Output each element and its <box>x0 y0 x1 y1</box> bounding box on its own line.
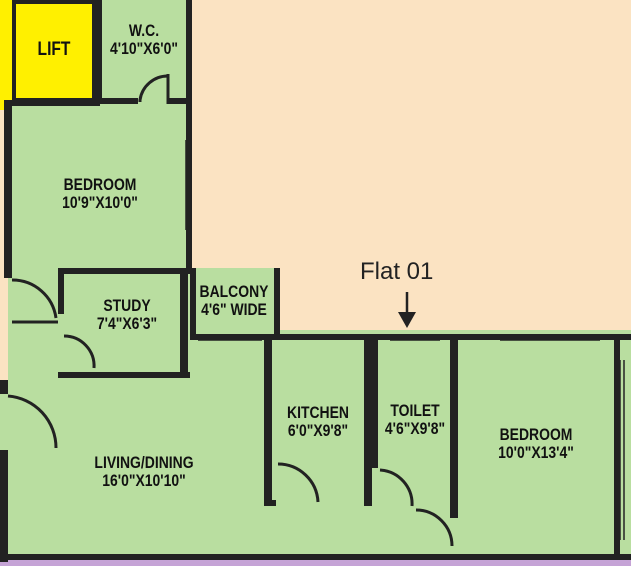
room-name: LIVING/DINING <box>94 453 194 472</box>
room-name: W.C. <box>128 21 160 40</box>
room-label-bedroom-1: BEDROOM 10'9"X10'0" <box>51 176 149 212</box>
windows <box>185 140 625 540</box>
room-name: BEDROOM <box>63 175 137 194</box>
room-label-living-dining: LIVING/DINING 16'0"X10'10" <box>80 454 208 490</box>
room-label-balcony: BALCONY 4'6" WIDE <box>195 283 274 319</box>
room-label-toilet: TOILET 4'6"X9'8" <box>376 402 453 438</box>
room-name: LIFT <box>37 39 71 60</box>
room-size: 6'0"X9'8" <box>287 420 349 440</box>
room-size: 4'10"X6'0" <box>110 38 178 58</box>
room-label-wc: W.C. 4'10"X6'0" <box>106 22 181 58</box>
callout-arrow <box>398 292 416 328</box>
room-name: KITCHEN <box>287 403 349 422</box>
room-size: 10'9"X10'0" <box>62 192 138 212</box>
room-name: STUDY <box>103 296 151 315</box>
room-size: 7'4"X6'3" <box>96 313 158 333</box>
room-label-lift: LIFT <box>24 40 83 60</box>
room-size: 4'6"X9'8" <box>384 418 446 438</box>
room-label-kitchen: KITCHEN 6'0"X9'8" <box>280 404 355 440</box>
room-label-bedroom-2: BEDROOM 10'0"X13'4" <box>487 426 585 462</box>
room-name: TOILET <box>390 401 440 420</box>
flat-callout-label: Flat 01 <box>360 258 434 285</box>
room-size: 10'0"X13'4" <box>498 442 574 462</box>
room-size: 4'6" WIDE <box>201 299 267 319</box>
room-label-study: STUDY 7'4"X6'3" <box>85 297 169 333</box>
room-name: BALCONY <box>199 282 269 301</box>
room-name: BEDROOM <box>499 425 573 444</box>
doors <box>7 74 454 547</box>
left-strip <box>0 0 12 110</box>
room-size: 16'0"X10'10" <box>102 470 186 490</box>
adjacent-strip <box>0 558 631 566</box>
